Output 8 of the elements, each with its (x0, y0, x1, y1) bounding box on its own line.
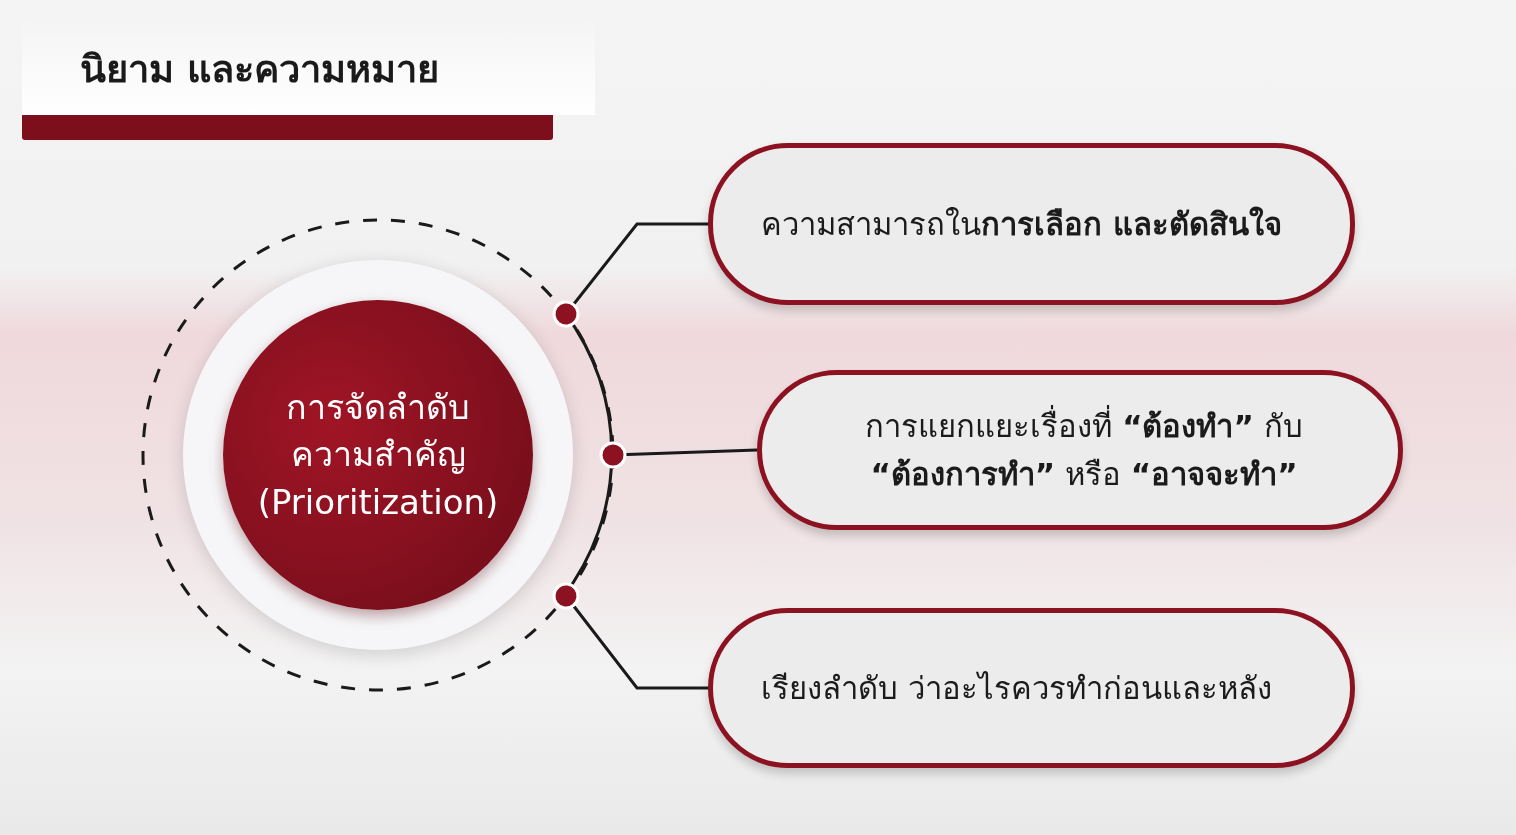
pill-text: เรียงลำดับ ว่าอะไรควรทำก่อนและหลัง (761, 668, 1272, 708)
connector-line (599, 441, 758, 469)
circle-label: การจัดลำดับความสำคัญ (Prioritization) (256, 385, 500, 524)
title: นิยาม และความหมาย (80, 46, 440, 93)
connector-line (552, 222, 708, 328)
connector-line (552, 582, 708, 690)
pill-text: ความสามารถในการเลือก และตัดสินใจ (761, 204, 1282, 244)
pill-text: การแยกแยะเรื่องที่ “ต้องทำ” กับ “ต้องการทำ” หรือ “อาจจะทำ” (864, 404, 1304, 494)
